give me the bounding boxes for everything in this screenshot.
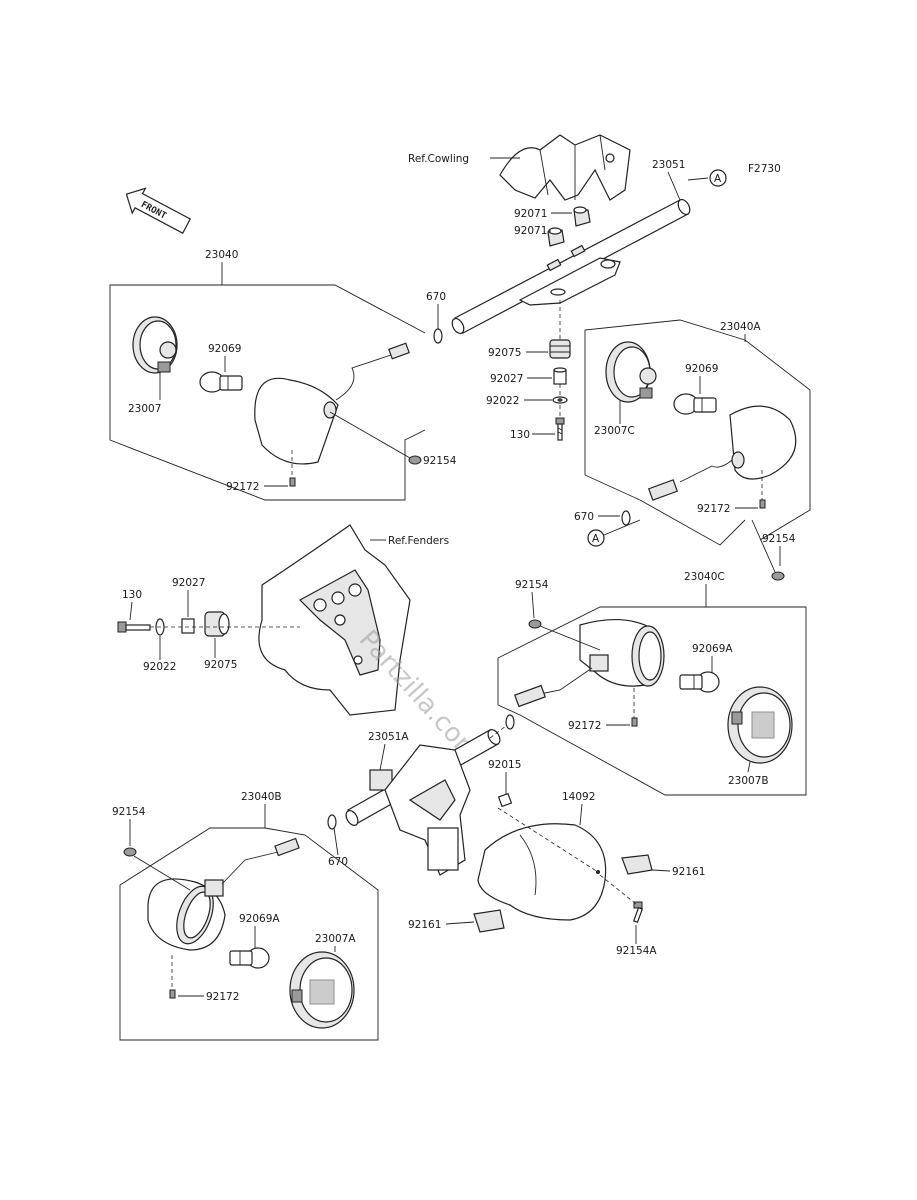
label-92015: 92015 — [488, 759, 521, 771]
label-23040B: 23040B — [241, 791, 282, 803]
label-92069A-rear-left: 92069A — [239, 913, 280, 925]
screw-92172-rear-right — [631, 717, 638, 727]
label-23007B: 23007B — [728, 775, 769, 787]
label-92172-front-right: 92172 — [697, 503, 730, 515]
label-23007A: 23007A — [315, 933, 356, 945]
lens-23007A — [289, 951, 355, 1029]
label-92154A: 92154A — [616, 945, 657, 957]
bulb-92069-front-left — [199, 371, 243, 393]
front-signal-bar-23051 — [451, 198, 691, 335]
label-23040C: 23040C — [684, 571, 725, 583]
cowling-bracket — [499, 134, 631, 201]
label-92075-rear: 92075 — [204, 659, 237, 671]
label-92172-front-left: 92172 — [226, 481, 259, 493]
signal-housing-rear-right — [514, 618, 665, 708]
group-box-23040A — [584, 319, 746, 546]
bolt-92154-front-left — [408, 455, 422, 465]
pad-92161-right — [621, 854, 653, 875]
label-23007: 23007 — [128, 403, 161, 415]
label-92022-rear: 92022 — [143, 661, 176, 673]
callout-a-top-label: A — [714, 173, 722, 185]
label-92027-rear: 92027 — [172, 577, 205, 589]
label-92154-rear-left: 92154 — [112, 806, 146, 818]
label-14092: 14092 — [562, 791, 595, 803]
o-ring-670-b — [621, 510, 631, 526]
label-23051: 23051 — [652, 159, 685, 171]
signal-housing-front-right — [647, 405, 797, 501]
label-92069A-rear-right: 92069A — [692, 643, 733, 655]
label-130-top: 130 — [510, 429, 530, 441]
bulb-92069A-rear-left — [229, 947, 270, 969]
lens-23007 — [132, 316, 178, 374]
screw-92172-front-right — [759, 499, 766, 509]
damper-92075-rear — [204, 611, 230, 637]
rear-fender — [258, 524, 411, 716]
label-92071-a: 92071 — [514, 208, 547, 220]
label-92172-rear-left: 92172 — [206, 991, 239, 1003]
o-ring-670-d — [327, 814, 337, 830]
damper-92075 — [549, 339, 571, 359]
signal-housing-front-left — [254, 342, 410, 465]
pad-92161-left — [473, 909, 505, 933]
figure-code: F2730 — [748, 163, 781, 175]
signal-housing-rear-left — [147, 837, 300, 951]
label-92161-left: 92161 — [408, 919, 441, 931]
label-92071-b: 92071 — [514, 225, 547, 237]
bolt-92154-front-right — [771, 571, 785, 581]
grommet-92071-a — [573, 206, 591, 227]
label-23040: 23040 — [205, 249, 238, 261]
label-92161-right: 92161 — [672, 866, 705, 878]
cover-14092 — [477, 823, 607, 921]
bolt-130-rear — [117, 621, 151, 633]
o-ring-670-c — [505, 714, 515, 730]
label-92022-top: 92022 — [486, 395, 519, 407]
o-ring-670-a — [433, 328, 443, 344]
ref-cowling-label: Ref.Cowling — [408, 153, 469, 165]
ref-fenders-label: Ref.Fenders — [388, 535, 449, 547]
bolt-92154-rear-left — [123, 847, 137, 857]
label-92075-top: 92075 — [488, 347, 521, 359]
label-670-front-left: 670 — [426, 291, 446, 303]
label-92154-front-right: 92154 — [762, 533, 796, 545]
callout-a-bottom — [587, 529, 605, 547]
lens-23007B — [727, 686, 793, 764]
callout-a-top — [709, 169, 727, 187]
group-box-23040 — [109, 284, 426, 501]
bolt-92154-rear-right — [528, 619, 542, 629]
label-92154-front-left: 92154 — [423, 455, 457, 467]
group-box-23040B — [119, 827, 379, 1041]
label-92172-rear-right: 92172 — [568, 720, 601, 732]
collar-92027 — [553, 367, 567, 385]
group-box-23040C — [497, 606, 807, 796]
label-130-rear: 130 — [122, 589, 142, 601]
label-92069-front-right: 92069 — [685, 363, 718, 375]
bolt-130 — [555, 417, 565, 441]
license-plate-bracket — [384, 744, 471, 876]
label-92027-top: 92027 — [490, 373, 523, 385]
screw-92172-front-left — [289, 477, 296, 487]
label-23007C: 23007C — [594, 425, 635, 437]
bulb-92069A-rear-right — [679, 671, 720, 693]
label-92069-front-left: 92069 — [208, 343, 241, 355]
label-23040A: 23040A — [720, 321, 761, 333]
label-670-rear-left: 670 — [328, 856, 348, 868]
clip-92015 — [497, 792, 513, 808]
screw-92172-rear-left — [169, 989, 176, 999]
collar-92027-rear — [181, 618, 195, 634]
label-23051A: 23051A — [368, 731, 409, 743]
bulb-92069-front-right — [673, 393, 717, 415]
bolt-92154A — [632, 901, 644, 924]
callout-a-bottom-label: A — [592, 533, 600, 545]
label-92154-rear-right: 92154 — [515, 579, 549, 591]
lens-23007C — [605, 341, 657, 403]
front-arrow-icon: FRONT — [125, 187, 192, 234]
label-670-front-right: 670 — [574, 511, 594, 523]
